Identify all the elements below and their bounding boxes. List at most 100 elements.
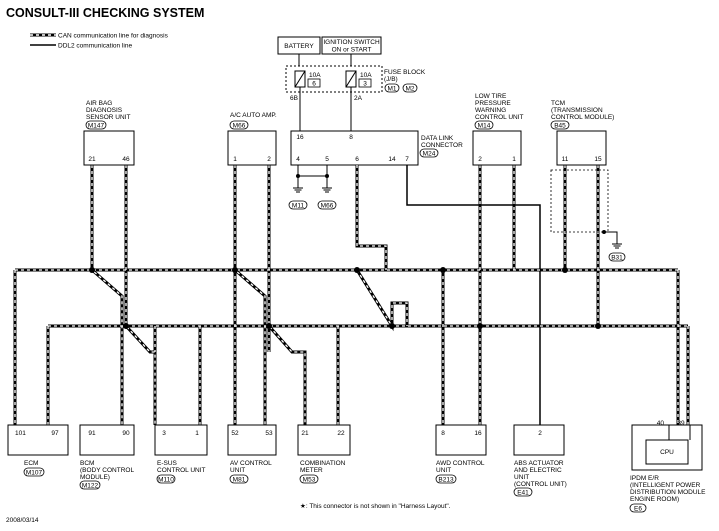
svg-text:MODULE): MODULE) bbox=[80, 474, 110, 481]
can-bus-wiring bbox=[13, 165, 690, 425]
svg-text:8: 8 bbox=[441, 430, 445, 437]
svg-text:CONTROL UNIT: CONTROL UNIT bbox=[475, 114, 524, 121]
svg-text:SENSOR UNIT: SENSOR UNIT bbox=[86, 114, 130, 121]
combination-meter: 21 22 COMBINATION METER M53 bbox=[297, 424, 351, 484]
date: 2008/03/14 bbox=[6, 517, 39, 524]
fuse-terminal: 2A bbox=[354, 95, 363, 102]
svg-text:M66: M66 bbox=[233, 123, 246, 130]
svg-text:LOW TIRE: LOW TIRE bbox=[475, 93, 507, 100]
battery: BATTERY bbox=[277, 36, 321, 55]
fuse-block-title: FUSE BLOCK bbox=[384, 69, 426, 76]
svg-text:IPDM E/R: IPDM E/R bbox=[630, 475, 659, 482]
ignition-switch: IGNITION SWITCH ON or START bbox=[321, 36, 382, 55]
svg-text:BCM: BCM bbox=[80, 460, 94, 467]
junction-dot bbox=[89, 267, 95, 273]
svg-text:10A: 10A bbox=[309, 72, 321, 79]
svg-text:M147: M147 bbox=[88, 123, 105, 130]
svg-text:M53: M53 bbox=[303, 477, 316, 484]
junction-dot bbox=[389, 323, 395, 329]
svg-text:1: 1 bbox=[512, 156, 516, 163]
svg-text:M81: M81 bbox=[233, 477, 246, 484]
svg-text:DIAGNOSIS: DIAGNOSIS bbox=[86, 107, 123, 114]
svg-text:97: 97 bbox=[51, 430, 59, 437]
ipdm-er-unit: CPU 40 39 IPDM E/R (INTELLIGENT POWER DI… bbox=[629, 420, 706, 513]
dlc-title: CONNECTOR bbox=[421, 142, 463, 149]
svg-text:M107: M107 bbox=[26, 470, 43, 477]
svg-text:16: 16 bbox=[296, 134, 304, 141]
cpu-label: CPU bbox=[660, 449, 674, 456]
can-line-dash bbox=[14, 165, 689, 425]
footnote: ★: This connector is not shown in "Harne… bbox=[300, 502, 451, 510]
svg-text:M122: M122 bbox=[82, 483, 99, 490]
air-bag-sensor-unit: AIR BAG DIAGNOSIS SENSOR UNIT M147 21 46 bbox=[83, 100, 135, 166]
junction-dot bbox=[440, 267, 446, 273]
svg-text:B213: B213 bbox=[438, 477, 454, 484]
svg-text:2: 2 bbox=[478, 156, 482, 163]
svg-text:53: 53 bbox=[265, 430, 273, 437]
svg-text:AND ELECTRIC: AND ELECTRIC bbox=[514, 467, 562, 474]
junction-dot bbox=[562, 267, 568, 273]
svg-text:2: 2 bbox=[267, 156, 271, 163]
ground-tag: B31 bbox=[611, 255, 623, 262]
svg-text:101: 101 bbox=[15, 430, 26, 437]
ddl2-legend-label: DDL2 communication line bbox=[58, 43, 132, 50]
ddl2-line bbox=[406, 165, 541, 425]
svg-text:(CONTROL UNIT): (CONTROL UNIT) bbox=[514, 481, 567, 488]
svg-text:ENGINE ROOM): ENGINE ROOM) bbox=[630, 496, 679, 503]
av-control-unit: 52 53 AV CONTROL UNIT M81 bbox=[227, 424, 277, 484]
svg-text:1: 1 bbox=[233, 156, 237, 163]
svg-text:UNIT: UNIT bbox=[230, 467, 245, 474]
svg-text:6: 6 bbox=[312, 81, 316, 88]
abs-actuator-unit: 2 ABS ACTUATOR AND ELECTRIC UNIT (CONTRO… bbox=[513, 424, 567, 497]
fuse-block-subtitle: (J/B) bbox=[384, 76, 398, 83]
fuse-terminal: 6B bbox=[290, 95, 298, 102]
svg-text:BATTERY: BATTERY bbox=[284, 43, 314, 50]
svg-text:DISTRIBUTION MODULE: DISTRIBUTION MODULE bbox=[630, 489, 706, 496]
svg-text:M14: M14 bbox=[478, 123, 491, 130]
svg-text:AV CONTROL: AV CONTROL bbox=[230, 460, 272, 467]
svg-text:7: 7 bbox=[405, 156, 409, 163]
bcm-unit: 91 90 BCM (BODY CONTROL MODULE) M122 bbox=[79, 424, 135, 490]
svg-text:WARNING: WARNING bbox=[475, 107, 506, 114]
junction-dot bbox=[232, 267, 238, 273]
svg-text:52: 52 bbox=[231, 430, 239, 437]
ground-icon bbox=[321, 181, 333, 193]
dlc-title: DATA LINK bbox=[421, 135, 454, 142]
svg-text:TCM: TCM bbox=[551, 100, 565, 107]
low-tire-pressure-unit: LOW TIRE PRESSURE WARNING CONTROL UNIT M… bbox=[472, 93, 524, 166]
svg-text:COMBINATION: COMBINATION bbox=[300, 460, 346, 467]
can-line bbox=[13, 165, 690, 425]
page-title: CONSULT-III CHECKING SYSTEM bbox=[6, 6, 204, 20]
shield-box bbox=[550, 169, 609, 233]
ecm-unit: 101 97 ECM M107 bbox=[7, 424, 69, 477]
svg-text:39: 39 bbox=[677, 420, 685, 427]
svg-text:21: 21 bbox=[301, 430, 309, 437]
svg-text:AWD CONTROL: AWD CONTROL bbox=[436, 460, 485, 467]
awd-control-unit: 8 16 AWD CONTROL UNIT B213 bbox=[435, 424, 487, 484]
svg-text:ECM: ECM bbox=[24, 460, 38, 467]
svg-text:46: 46 bbox=[122, 156, 130, 163]
svg-text:22: 22 bbox=[337, 430, 345, 437]
junction-dot bbox=[477, 323, 483, 329]
svg-text:8: 8 bbox=[349, 134, 353, 141]
svg-text:METER: METER bbox=[300, 467, 323, 474]
svg-text:3: 3 bbox=[162, 430, 166, 437]
ground-tag: M66 bbox=[321, 203, 334, 210]
svg-text:16: 16 bbox=[474, 430, 482, 437]
svg-text:E6: E6 bbox=[634, 506, 642, 513]
fuse-block-tag: M2 bbox=[405, 86, 414, 93]
svg-text:14: 14 bbox=[388, 156, 396, 163]
tcm-unit: TCM (TRANSMISSION CONTROL MODULE) B45 11… bbox=[550, 100, 614, 166]
svg-text:6: 6 bbox=[355, 156, 359, 163]
svg-text:B45: B45 bbox=[554, 123, 566, 130]
svg-text:AIR BAG: AIR BAG bbox=[86, 100, 112, 107]
fuse-block-tag: M1 bbox=[387, 86, 396, 93]
svg-text:(TRANSMISSION: (TRANSMISSION bbox=[551, 107, 603, 114]
svg-text:1: 1 bbox=[195, 430, 199, 437]
e-sus-control-unit: 3 1 E-SUS CONTROL UNIT M110 bbox=[154, 424, 208, 484]
svg-text:4: 4 bbox=[296, 156, 300, 163]
ground-icon bbox=[611, 237, 623, 249]
svg-text:91: 91 bbox=[88, 430, 96, 437]
svg-text:ABS ACTUATOR: ABS ACTUATOR bbox=[514, 460, 564, 467]
can-legend-label: CAN communication line for diagnosis bbox=[58, 33, 169, 40]
